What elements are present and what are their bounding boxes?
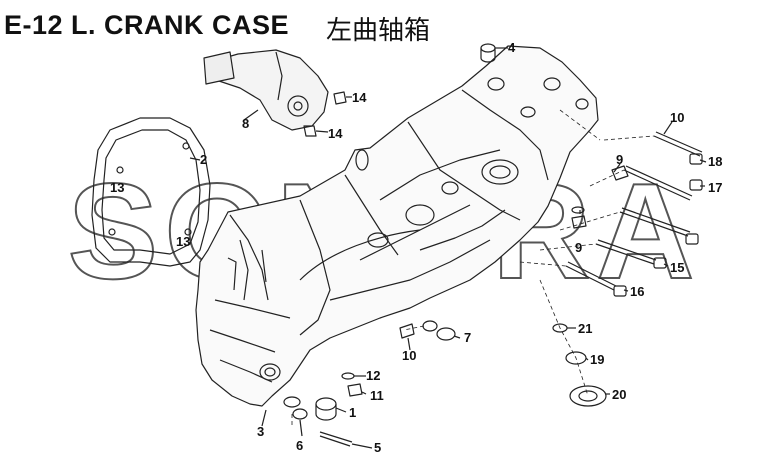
callout-9b: 9 [575,240,582,255]
diagram-title: E-12 L. CRANK CASE [4,10,290,40]
diagram-title-chinese: 左曲轴箱 [326,16,431,46]
crank-case-body [195,45,599,407]
callout-1: 1 [349,405,356,420]
callout-16: 16 [630,284,644,299]
callout-12: 12 [366,368,380,383]
callout-5: 5 [374,440,381,454]
callout-13b: 13 [176,234,190,249]
callout-19: 19 [590,352,604,367]
callout-15: 15 [670,260,684,275]
callout-18: 18 [708,154,722,169]
callout-14a: 14 [352,90,367,105]
callout-4: 4 [508,40,516,55]
callout-9a: 9 [616,152,623,167]
callout-13a: 13 [110,180,124,195]
callout-20: 20 [612,387,626,402]
cover-gasket [91,117,211,267]
callout-7: 7 [464,330,471,345]
callout-14b: 14 [328,126,343,141]
callout-6: 6 [296,438,303,453]
callout-21: 21 [578,321,592,336]
callout-8: 8 [242,116,249,131]
callout-2: 2 [200,152,207,167]
callout-10a: 10 [670,110,684,125]
callout-17: 17 [708,180,722,195]
callout-3: 3 [257,424,264,439]
callout-10b: 10 [402,348,416,363]
callout-11: 11 [370,388,384,403]
